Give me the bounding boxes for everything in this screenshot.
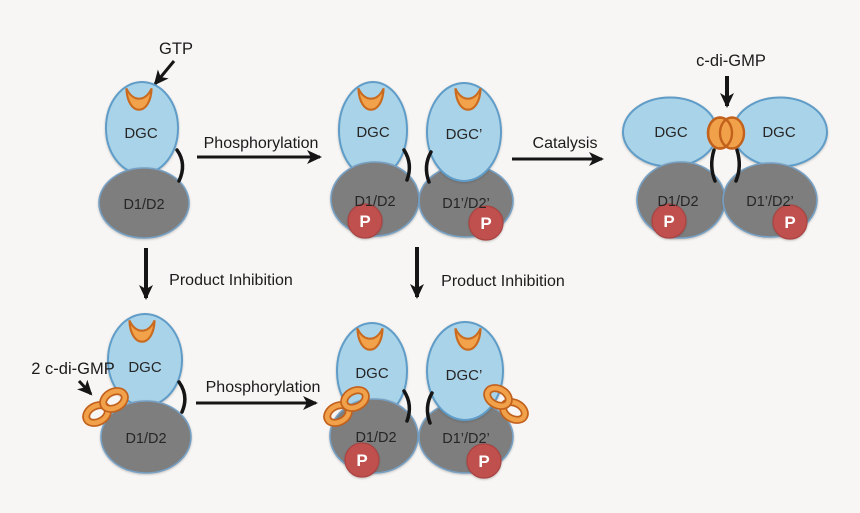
- pd-dgc-prime-domain: [426, 82, 502, 182]
- product-inhibition-left-arrow: Product Inhibition: [139, 248, 293, 300]
- im-dgc-label: DGC: [128, 359, 162, 376]
- id-linker-right: [425, 391, 434, 425]
- im-d1d2-domain: [100, 400, 192, 474]
- phosphorylation-bottom-label: Phosphorylation: [206, 379, 321, 396]
- two-c-di-gmp-annotation: 2 c-di-GMP: [31, 360, 115, 396]
- catalytic-dimer-complex: DGC DGC D1/D2 D1’/D2’ P P: [622, 96, 828, 240]
- cd-d1d2-label: D1/D2: [657, 194, 698, 210]
- cd-phospho-left: [651, 203, 687, 239]
- gtp-annotation: GTP: [153, 40, 193, 86]
- pd-d1d2-prime-label: D1’/D2’: [442, 196, 490, 212]
- pd-dgc-prime-label: DGC’: [446, 126, 483, 143]
- id-dgc-prime-label: DGC’: [446, 367, 483, 384]
- phosphorylation-bottom-arrow: Phosphorylation: [196, 379, 321, 410]
- inhibited-dimer-complex: DGC DGC’ D1/D2 D1’/D2’ P P: [324, 321, 528, 479]
- apo-complex: DGC D1/D2: [98, 81, 190, 239]
- c-di-gmp-annotation: c-di-GMP: [696, 52, 766, 108]
- two-c-di-gmp-pointer-arrow: [77, 379, 93, 396]
- phosphorylation-top-label: Phosphorylation: [204, 135, 319, 152]
- phosphorylated-dimer-complex: DGC DGC’ D1/D2 D1’/D2’ P P: [330, 81, 514, 241]
- id-d1d2-prime-label: D1’/D2’: [442, 431, 490, 447]
- apo-linker: [175, 148, 185, 183]
- pd-p-right-label: P: [480, 214, 491, 233]
- apo-d1d2-domain: [98, 167, 190, 239]
- two-c-di-gmp-label: 2 c-di-GMP: [31, 360, 114, 378]
- im-d1d2-label: D1/D2: [125, 431, 166, 447]
- cd-p-left-label: P: [663, 212, 674, 231]
- pd-linker-right: [424, 150, 433, 184]
- gtp-pointer-arrow: [153, 60, 176, 86]
- cd-linker-right: [734, 148, 741, 183]
- cd-linker-left: [710, 148, 717, 183]
- cd-dgc-left-label: DGC: [654, 124, 688, 141]
- apo-d1d2-label: D1/D2: [123, 197, 164, 213]
- cd-p-right-label: P: [784, 213, 795, 232]
- catalysis-arrow: Catalysis: [512, 135, 604, 166]
- product-inhibition-right-arrow: Product Inhibition: [410, 247, 565, 299]
- im-linker: [177, 380, 187, 414]
- id-d1d2-label: D1/D2: [355, 430, 396, 446]
- c-di-gmp-label: c-di-GMP: [696, 52, 766, 70]
- inhibited-monomer-complex: DGC D1/D2: [83, 313, 192, 474]
- id-dgc-label: DGC: [355, 365, 389, 382]
- phosphorylation-top-arrow: Phosphorylation: [197, 135, 322, 164]
- product-inhibition-left-label: Product Inhibition: [169, 272, 293, 289]
- c-di-gmp-product-icon: [706, 116, 746, 150]
- id-phospho-right: [466, 443, 502, 479]
- product-inhibition-right-label: Product Inhibition: [441, 273, 565, 290]
- cd-dgc-right-label: DGC: [762, 124, 796, 141]
- cd-d1d2-prime-label: D1’/D2’: [746, 194, 794, 210]
- pd-dgc-label: DGC: [356, 124, 390, 141]
- pd-phospho-left: [347, 203, 383, 239]
- pd-linker-left: [402, 148, 412, 182]
- id-linker-left: [402, 389, 412, 423]
- id-p-right-label: P: [478, 452, 489, 471]
- pd-phospho-right: [468, 205, 504, 241]
- id-p-left-label: P: [356, 451, 367, 470]
- gtp-label: GTP: [159, 40, 193, 58]
- id-phospho-left: [344, 442, 380, 478]
- cd-phospho-right: [772, 204, 808, 240]
- pd-p-left-label: P: [359, 212, 370, 231]
- pd-d1d2-label: D1/D2: [354, 194, 395, 210]
- catalysis-label: Catalysis: [533, 135, 598, 152]
- apo-dgc-label: DGC: [124, 125, 158, 142]
